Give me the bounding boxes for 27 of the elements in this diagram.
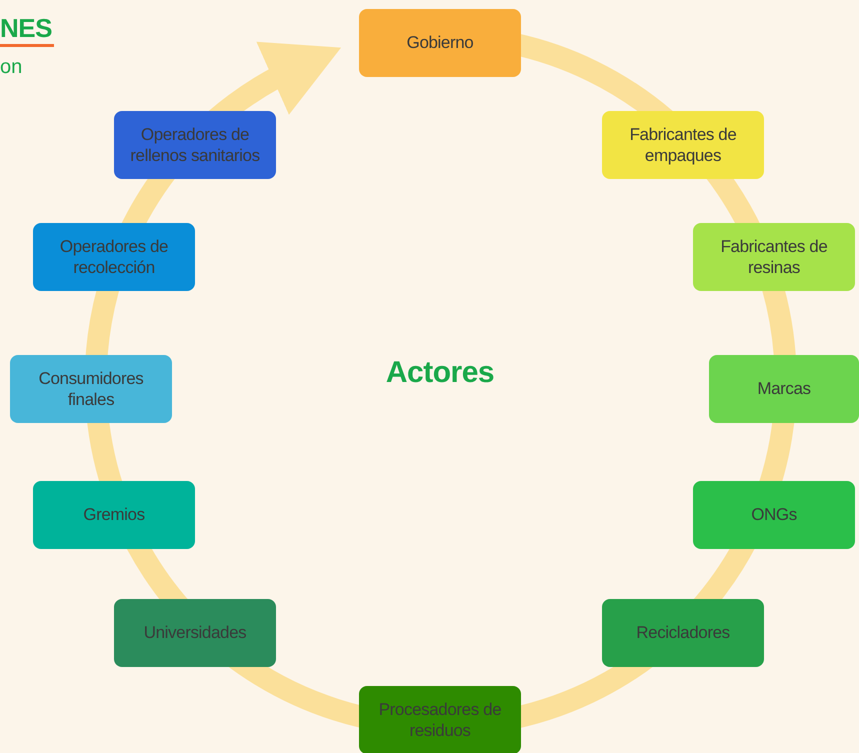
- actor-label: Marcas: [757, 378, 811, 400]
- actor-box: [33, 481, 195, 549]
- actor-label: Universidades: [144, 622, 246, 644]
- actor-box: [114, 599, 276, 667]
- actor-label: Procesadores de residuos: [378, 698, 502, 742]
- actor-label: ONGs: [751, 504, 797, 526]
- actor-label: Gremios: [83, 504, 145, 526]
- actor-box: [33, 223, 195, 291]
- actor-box: [693, 481, 855, 549]
- actor-label: Recicladores: [636, 622, 730, 644]
- actor-box: [359, 9, 521, 77]
- actor-box: [10, 355, 172, 423]
- actor-label: Operadores de recolección: [58, 236, 170, 278]
- actor-label: Fabricantes de resinas: [720, 236, 828, 278]
- actor-box: [359, 686, 521, 753]
- center-title: Actores: [384, 356, 496, 390]
- actor-box: [602, 111, 764, 179]
- actor-box: [693, 223, 855, 291]
- actor-box: [709, 355, 859, 423]
- actor-label: Operadores de rellenos sanitarios: [129, 124, 261, 166]
- actor-box: [602, 599, 764, 667]
- subheading-fragment: on: [0, 56, 22, 79]
- actor-box: [114, 111, 276, 179]
- heading-fragment: NES: [0, 12, 54, 47]
- actor-label: Fabricantes de empaques: [628, 124, 738, 166]
- actor-label: Gobierno: [406, 32, 474, 54]
- actor-label: Consumidores finales: [38, 368, 144, 410]
